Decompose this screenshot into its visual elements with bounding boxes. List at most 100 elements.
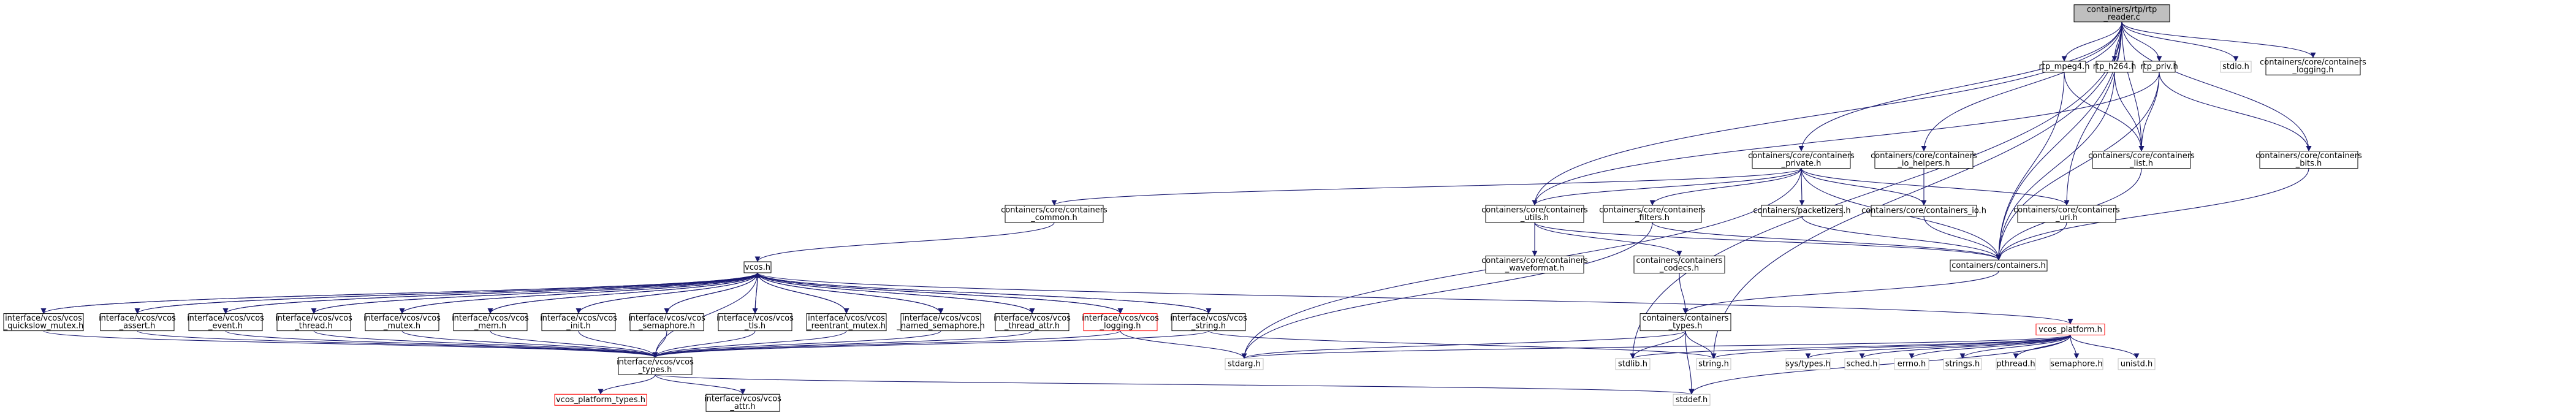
- edge-vcos_platform-to-strings: [1959, 335, 2071, 359]
- node-label-line: containers/containers.h: [1951, 261, 2046, 270]
- node-named_sem[interactable]: interface/vcos/vcos_named_semaphore.h: [896, 313, 985, 332]
- node-box: [276, 313, 351, 332]
- node-label-line: containers/containers: [1636, 256, 1722, 265]
- node-mem[interactable]: interface/vcos/vcos_mem.h: [452, 313, 529, 332]
- node-systypes[interactable]: sys/types.h: [1785, 358, 1831, 370]
- edge-rtp_priv-to-core_utils: [1532, 72, 2160, 206]
- node-label-line: interface/vcos/vcos: [1170, 314, 1247, 323]
- node-label-line: _semaphore.h: [638, 322, 695, 331]
- node-label-line: _tls.h: [744, 322, 766, 331]
- node-label-line: containers/core/containers: [2088, 151, 2195, 161]
- node-attr[interactable]: interface/vcos/vcos_attr.h: [704, 394, 781, 412]
- node-sched[interactable]: sched.h: [1844, 358, 1880, 370]
- node-rtp_mpeg4[interactable]: rtp_mpeg4.h: [2038, 61, 2090, 73]
- node-label-line: containers/core/containers: [1481, 256, 1588, 265]
- edge-root-to-core_logging: [2121, 21, 2316, 58]
- node-label-line: _utils.h: [1520, 213, 1549, 223]
- node-core_filters[interactable]: containers/core/containers_filters.h: [1599, 205, 1706, 223]
- node-stdarg[interactable]: stdarg.h: [1225, 358, 1264, 370]
- node-stdio[interactable]: stdio.h: [2220, 61, 2252, 73]
- edge-vstring-to-vcos: [754, 272, 1209, 314]
- node-label-line: sys/types.h: [1785, 360, 1831, 369]
- node-box: [618, 357, 693, 375]
- node-core_private[interactable]: containers/core/containers_private.h: [1748, 151, 1855, 169]
- edge-vtypes-to-attr: [655, 374, 746, 395]
- node-unistd[interactable]: unistd.h: [2118, 358, 2156, 370]
- node-core_logging[interactable]: containers/core/containers_logging.h: [2260, 57, 2366, 75]
- node-core_list[interactable]: containers/core/containers_list.h: [2088, 151, 2195, 169]
- node-semaphore[interactable]: interface/vcos/vcos_semaphore.h: [628, 313, 705, 332]
- edge-vstring-to-vtypes: [652, 330, 1209, 358]
- node-label-line: _waveformat.h: [1505, 264, 1565, 273]
- node-init[interactable]: interface/vcos/vcos_init.h: [540, 313, 617, 332]
- node-box: [2143, 61, 2176, 73]
- node-vcos_platform[interactable]: vcos_platform.h: [2035, 324, 2105, 336]
- node-stdlib[interactable]: stdlib.h: [1615, 358, 1651, 370]
- node-label-line: _list.h: [2129, 159, 2153, 169]
- node-ctypes[interactable]: containers/containers_types.h: [1639, 313, 1731, 332]
- edge-root-to-core_io_helpers: [1921, 21, 2122, 151]
- node-label-line: containers/core/containers: [1001, 205, 1108, 215]
- edge-core_common-to-vcos: [754, 222, 1055, 262]
- edge-rtp_mpeg4-to-containers_h: [1996, 72, 2065, 261]
- node-errno[interactable]: errno.h: [1894, 358, 1929, 370]
- node-core_utils[interactable]: containers/core/containers_utils.h: [1481, 205, 1588, 223]
- node-label-line: interface/vcos/vcos: [99, 314, 176, 323]
- node-rtp_h264[interactable]: rtp_h264.h: [2093, 61, 2137, 73]
- node-assert[interactable]: interface/vcos/vcos_assert.h: [99, 313, 176, 332]
- node-label-line: interface/vcos/vcos: [994, 314, 1071, 323]
- node-codecs[interactable]: containers/containers_codecs.h: [1633, 256, 1725, 274]
- node-vcos_platform_types[interactable]: vcos_platform_types.h: [554, 394, 647, 406]
- node-label-line: rtp_h264.h: [2093, 63, 2137, 72]
- node-root[interactable]: containers/rtp/rtp_reader.c: [2073, 4, 2170, 23]
- node-label-line: _init.h: [566, 322, 590, 331]
- edge-vlogging-to-vtypes: [652, 330, 1121, 358]
- edge-root-to-rtp_priv: [2121, 21, 2162, 62]
- node-vcos[interactable]: vcos.h: [743, 261, 772, 273]
- node-quickslow[interactable]: interface/vcos/vcos_quickslow_mutex.h: [3, 313, 84, 332]
- node-core_common[interactable]: containers/core/containers_common.h: [1001, 205, 1108, 223]
- edge-ctypes-to-stdlib: [1630, 330, 1686, 359]
- node-label-line: _logging.h: [2292, 66, 2333, 75]
- node-box: [2259, 151, 2358, 169]
- node-label-line: interface/vcos/vcos: [452, 314, 529, 323]
- node-mutex[interactable]: interface/vcos/vcos_mutex.h: [363, 313, 441, 332]
- node-core_uri[interactable]: containers/core/containers_uri.h: [2013, 205, 2120, 223]
- edge-vcos_platform-to-sched: [1859, 335, 2071, 359]
- node-vtypes[interactable]: interface/vcos/vcos_types.h: [617, 357, 694, 375]
- node-box: [1485, 205, 1584, 223]
- node-pthread[interactable]: pthread.h: [1996, 358, 2036, 370]
- node-event[interactable]: interface/vcos/vcos_event.h: [187, 313, 264, 332]
- node-containers_h[interactable]: containers/containers.h: [1950, 259, 2048, 272]
- node-box: [1083, 313, 1158, 332]
- node-waveformat[interactable]: containers/core/containers_waveformat.h: [1481, 256, 1588, 274]
- node-thread_attr[interactable]: interface/vcos/vcos_thread_attr.h: [994, 313, 1071, 332]
- node-vstring[interactable]: interface/vcos/vcos_string.h: [1170, 313, 1247, 332]
- node-core_io_helpers[interactable]: containers/core/containers_io_helpers.h: [1871, 151, 1977, 169]
- node-label-line: vcos_platform_types.h: [556, 395, 645, 405]
- node-vlogging[interactable]: interface/vcos/vcos_logging.h: [1082, 313, 1159, 332]
- edge-root-to-core_private: [1798, 21, 2122, 151]
- node-box: [1943, 358, 1982, 370]
- node-semaphore_h[interactable]: semaphore.h: [2050, 358, 2103, 370]
- node-packetizers[interactable]: containers/packetizers.h: [1753, 205, 1851, 217]
- edge-thread_attr-to-vtypes: [652, 330, 1033, 358]
- edge-root-to-core_uri: [2064, 21, 2122, 206]
- node-core_bits[interactable]: containers/core/containers_bits.h: [2255, 151, 2362, 169]
- edge-root-to-string: [1711, 21, 2122, 359]
- edge-vlogging-to-stdarg: [1120, 330, 1247, 359]
- node-thread[interactable]: interface/vcos/vcos_thread.h: [275, 313, 352, 332]
- node-rtp_priv[interactable]: rtp_priv.h: [2140, 61, 2178, 73]
- node-label-line: interface/vcos/vcos: [363, 314, 441, 323]
- node-string[interactable]: string.h: [1696, 358, 1731, 370]
- node-tls[interactable]: interface/vcos/vcos_tls.h: [716, 313, 794, 332]
- node-stddef[interactable]: stddef.h: [1673, 394, 1711, 406]
- node-strings[interactable]: strings.h: [1943, 358, 1982, 370]
- node-core_io[interactable]: containers/core/containers_io.h: [1861, 205, 1986, 217]
- node-reentrant[interactable]: interface/vcos/vcos_reentrant_mutex.h: [806, 313, 887, 332]
- node-box: [1603, 205, 1702, 223]
- node-label-line: interface/vcos/vcos: [1082, 314, 1159, 323]
- edge-vcos-to-vtypes: [652, 272, 758, 358]
